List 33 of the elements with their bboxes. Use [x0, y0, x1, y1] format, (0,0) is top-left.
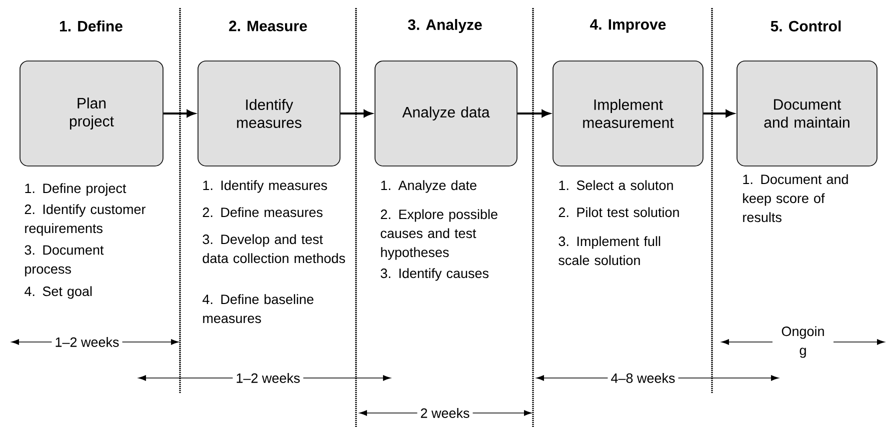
- step-text: 2. Identify customer requirements: [24, 204, 146, 236]
- step-text: 2. Explore possible causes and test hypotheses: [380, 209, 498, 260]
- process-box: Document and maintain: [736, 60, 878, 166]
- arrow: [517, 110, 550, 118]
- duration-label: Ongoin g: [772, 323, 834, 361]
- step-text: 1. Select a soluton: [559, 180, 673, 190]
- process-box: Identify measures: [198, 60, 340, 166]
- process-box: Implement measurement: [552, 60, 704, 166]
- process-box: Plan project: [20, 60, 164, 166]
- duration-label: 1–2 weeks: [52, 334, 122, 350]
- duration-label: 1–2 weeks: [232, 370, 304, 386]
- arrow: [163, 110, 195, 118]
- column-heading: 3. Analyze: [408, 19, 482, 33]
- column-heading: 1. Define: [60, 20, 122, 32]
- step-text: 3. Implement full scale solution: [558, 236, 660, 266]
- step-text: 1. Analyze date: [381, 180, 476, 193]
- duration-label: 2 weeks: [417, 405, 473, 421]
- step-text: 2. Define measures: [202, 207, 322, 218]
- process-box: Analyze data: [374, 60, 518, 166]
- step-text: 1. Identify measures: [203, 180, 327, 193]
- step-text: 2. Pilot test solution: [558, 207, 679, 218]
- step-text: 4. Set goal: [24, 286, 92, 299]
- step-text: 4. Define baseline measures: [202, 294, 314, 324]
- step-text: 3. Identify causes: [380, 268, 488, 281]
- column-heading: 2. Measure: [229, 20, 307, 32]
- step-text: 3. Document process: [24, 245, 104, 276]
- step-text: 3. Develop and test data collection methods: [202, 234, 346, 264]
- arrow: [340, 110, 372, 118]
- step-text: 1. Define project: [25, 183, 126, 196]
- arrow: [703, 110, 734, 118]
- column-heading: 5. Control: [770, 20, 841, 32]
- duration-label: 4–8 weeks: [608, 370, 678, 386]
- column-heading: 4. Improve: [590, 19, 666, 33]
